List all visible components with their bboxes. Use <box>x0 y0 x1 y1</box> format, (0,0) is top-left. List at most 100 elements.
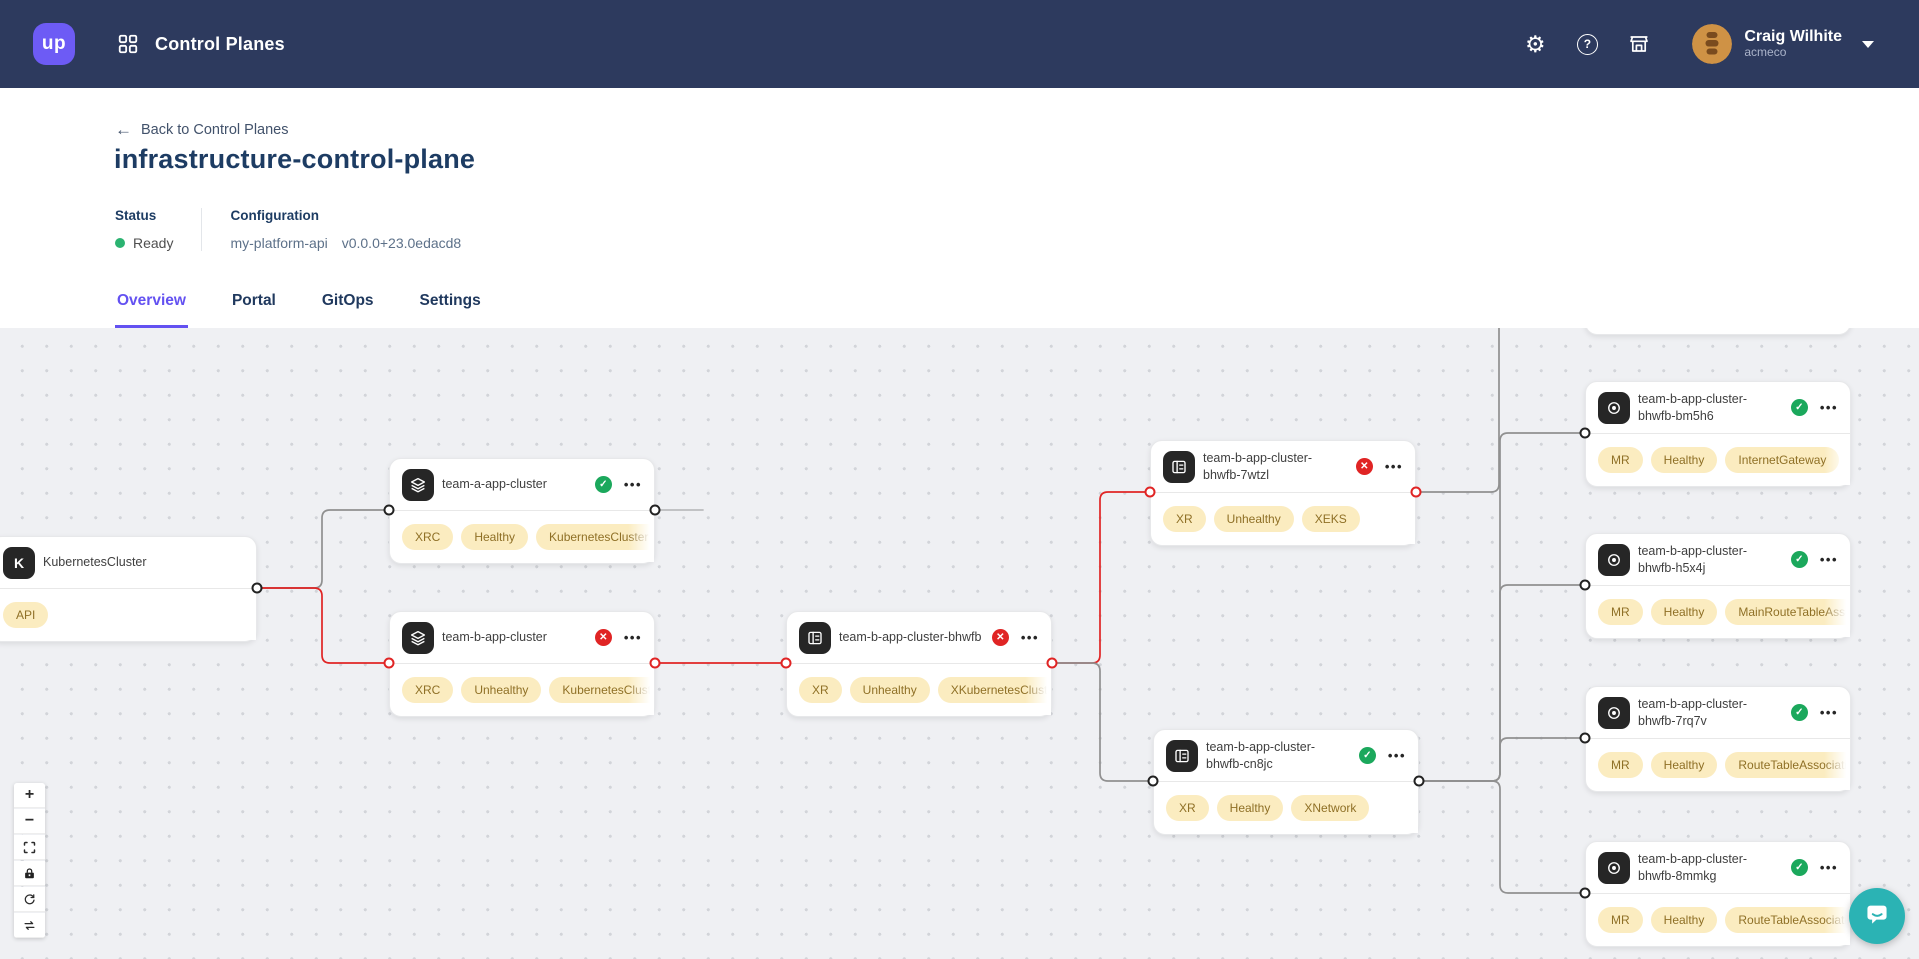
node-menu-button[interactable]: ••• <box>623 630 642 645</box>
graph-edge-kubernetes-cluster--team-b-app-cluster <box>256 587 390 664</box>
lock-button[interactable] <box>14 861 45 886</box>
node-menu-button[interactable]: ••• <box>1387 748 1406 763</box>
managed-icon <box>1598 543 1630 576</box>
badge-unhealthy: Unhealthy <box>1213 506 1294 532</box>
connection-handle-right-team-a-app-cluster[interactable] <box>649 504 661 516</box>
node-label: team-b-app-cluster-bhwfb-7rq7v <box>1638 697 1748 728</box>
upbound-logo[interactable]: up <box>33 23 75 65</box>
divider <box>201 208 203 251</box>
chat-launcher-button[interactable] <box>1849 888 1905 944</box>
tab-settings[interactable]: Settings <box>419 292 481 309</box>
node-label: team-b-app-cluster <box>442 630 547 645</box>
connection-handle-left-team-b-app-cluster-bhwfb-8mmkg[interactable] <box>1579 887 1591 899</box>
graph-canvas[interactable]: + − <box>0 328 1919 959</box>
tab-overview[interactable]: Overview <box>115 292 188 328</box>
connection-handle-left-team-b-app-cluster[interactable] <box>383 657 395 669</box>
fit-view-button[interactable] <box>14 835 45 860</box>
node-menu-button[interactable]: ••• <box>1819 400 1838 415</box>
tab-bar: Overview Portal GitOps Settings <box>115 292 483 328</box>
node-badges: XR Unhealthy XEKS <box>1151 493 1415 545</box>
connection-handle-left-team-b-app-cluster-bhwfb[interactable] <box>780 657 792 669</box>
graph-edge-team-b-app-cluster-bhwfb-cn8jc--team-b-app-cluster-bhwfb-8mmkg <box>1418 780 1586 894</box>
zoom-in-button[interactable]: + <box>14 783 45 808</box>
badge-healthy: Healthy <box>1650 599 1718 625</box>
connection-handle-right-team-b-app-cluster[interactable] <box>649 657 661 669</box>
graph-edges <box>256 328 1586 894</box>
graph-node-clipped-node-top-right[interactable] <box>1585 328 1851 335</box>
badge-xkubernetescluster: XKubernetesCluster <box>937 677 1051 703</box>
badge-xr: XR <box>1166 795 1209 821</box>
status-error-icon: ✕ <box>594 629 612 646</box>
help-icon[interactable]: ? <box>1574 31 1600 57</box>
node-menu-button[interactable]: ••• <box>1819 860 1838 875</box>
zoom-out-button[interactable]: − <box>14 809 45 834</box>
graph-edge-team-b-app-cluster-bhwfb-7wtzl--clipped-node-top-right <box>1415 328 1500 493</box>
node-badges: API <box>0 589 256 641</box>
status-label: Status <box>115 208 157 223</box>
badge-healthy: Healthy <box>461 524 529 550</box>
connection-handle-right-team-b-app-cluster-bhwfb[interactable] <box>1046 657 1058 669</box>
badge-mr: MR <box>1598 599 1643 625</box>
node-label: team-a-app-cluster <box>442 477 547 492</box>
node-menu-button[interactable]: ••• <box>1819 552 1838 567</box>
connection-handle-right-kubernetes-cluster[interactable] <box>251 582 263 594</box>
user-org: acmeco <box>1744 45 1787 60</box>
node-menu-button[interactable]: ••• <box>1819 705 1838 720</box>
badge-healthy: Healthy <box>1650 447 1718 473</box>
status-healthy-icon: ✓ <box>1790 551 1808 568</box>
connection-handle-left-team-a-app-cluster[interactable] <box>383 504 395 516</box>
badge-api: API <box>3 602 49 628</box>
connection-handle-left-team-b-app-cluster-bhwfb-7wtzl[interactable] <box>1144 486 1156 498</box>
canvas-controls: + − <box>14 783 45 938</box>
refresh-button[interactable] <box>14 887 45 912</box>
marketplace-icon[interactable] <box>1626 31 1652 57</box>
graph-edge-team-b-app-cluster-bhwfb-cn8jc--team-b-app-cluster-bhwfb-h5x4j <box>1418 584 1586 782</box>
badge-routetableassociation: RouteTableAssociation <box>1725 907 1850 933</box>
back-link[interactable]: ← Back to Control Planes <box>115 121 289 138</box>
badge-xrc: XRC <box>402 524 454 550</box>
connection-handle-right-team-b-app-cluster-bhwfb-7wtzl[interactable] <box>1410 486 1422 498</box>
node-label: team-b-app-cluster-bhwfb-7wtzl <box>1203 451 1313 482</box>
badge-unhealthy: Unhealthy <box>461 677 542 703</box>
node-badges: XR Healthy XNetwork <box>1154 782 1418 834</box>
settings-gear-icon[interactable]: ⚙ <box>1525 30 1546 57</box>
node-menu-button[interactable]: ••• <box>1384 459 1403 474</box>
user-menu[interactable]: Craig Wilhite acmeco <box>1692 24 1874 64</box>
node-badges: MR Healthy MainRouteTableAssociation <box>1586 586 1850 638</box>
connection-handle-right-team-b-app-cluster-bhwfb-cn8jc[interactable] <box>1413 775 1425 787</box>
node-menu-button[interactable]: ••• <box>1020 630 1039 645</box>
page-title: infrastructure-control-plane <box>114 144 476 174</box>
badge-xr: XR <box>1163 506 1206 532</box>
layers-icon <box>402 621 434 654</box>
relayout-button[interactable] <box>14 913 45 938</box>
badge-healthy: Healthy <box>1216 795 1284 821</box>
node-menu-button[interactable]: ••• <box>623 477 642 492</box>
badge-xr: XR <box>799 677 842 703</box>
badge-fade <box>230 590 256 640</box>
graph-edge-team-b-app-cluster-bhwfb--team-b-app-cluster-bhwfb-7wtzl <box>1051 491 1151 664</box>
badge-xeks: XEKS <box>1301 506 1360 532</box>
connection-handle-left-team-b-app-cluster-bhwfb-cn8jc[interactable] <box>1147 775 1159 787</box>
connection-handle-left-team-b-app-cluster-bhwfb-bm5h6[interactable] <box>1579 427 1591 439</box>
badge-xnetwork: XNetwork <box>1291 795 1370 821</box>
connection-handle-left-team-b-app-cluster-bhwfb-h5x4j[interactable] <box>1579 579 1591 591</box>
graph-edge-team-b-app-cluster-bhwfb-cn8jc--team-b-app-cluster-bhwfb-bm5h6 <box>1418 432 1586 782</box>
tab-portal[interactable]: Portal <box>231 292 276 309</box>
tab-gitops[interactable]: GitOps <box>321 292 374 309</box>
user-name: Craig Wilhite <box>1744 27 1842 45</box>
badge-mainroutetableassociation: MainRouteTableAssociation <box>1725 599 1850 625</box>
app-title: Control Planes <box>155 33 285 54</box>
connection-handle-left-team-b-app-cluster-bhwfb-7rq7v[interactable] <box>1579 732 1591 744</box>
